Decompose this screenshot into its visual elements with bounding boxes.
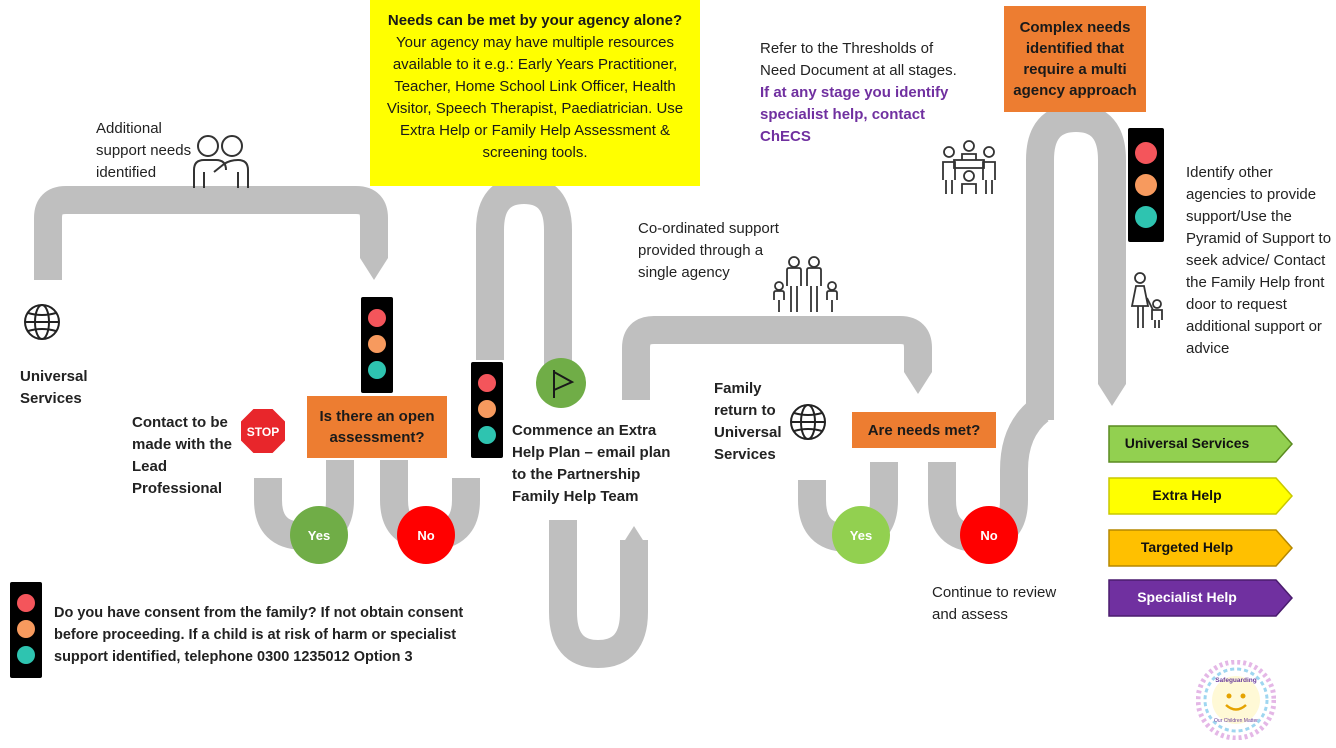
no-circle: No (397, 506, 455, 564)
path-arch-middle (622, 316, 932, 400)
consent-label: Do you have consent from the family? If … (54, 605, 464, 665)
family-return-label: Family return to Universal Services (714, 380, 782, 463)
stop-sign-text: STOP (247, 425, 279, 439)
commence-plan-label: Commence an Extra Help Plan – email plan… (512, 422, 671, 505)
universal-services-label: Universal Services (20, 368, 88, 407)
logo-text-top: Safeguarding (1215, 677, 1257, 684)
continue-review-label: Continue to review and assess (932, 584, 1057, 623)
specialist-label: If at any stage you identify specialist … (760, 84, 949, 145)
traffic-light-icon-2 (471, 362, 503, 458)
complex-needs-box: Complex needs identified that require a … (1004, 6, 1146, 112)
family-icon (773, 256, 838, 312)
needs-met-alone-title: Needs can be met by your agency alone? (387, 12, 683, 29)
needs-met-alone-box: Needs can be met by your agency alone? Y… (370, 0, 700, 186)
open-assessment-box: Is there an open assessment? (307, 396, 447, 458)
arrowhead-4 (904, 372, 932, 394)
arrowhead-5 (1098, 384, 1126, 406)
contact-lead-label: Contact to be made with the Lead Profess… (132, 414, 233, 497)
legend-targeted: Targeted Help (1108, 528, 1294, 568)
traffic-light-icon (361, 297, 393, 393)
additional-support-label: Additional support needs identified (96, 120, 192, 181)
arrowhead-3 (620, 526, 648, 548)
parent-child-icon (1130, 272, 1163, 328)
yes-circle: Yes (290, 506, 348, 564)
arrowhead-1 (360, 258, 388, 280)
identify-agencies-label: Identify other agencies to provide suppo… (1186, 164, 1332, 357)
yes-circle-2: Yes (832, 506, 890, 564)
path-n-middle (476, 175, 572, 372)
path-arch-left (34, 186, 388, 280)
safeguarding-logo: Safeguarding Our Children Matter (1196, 660, 1276, 740)
globe-icon-2 (790, 404, 826, 440)
meeting-icon (942, 140, 996, 194)
needs-met-alone-body: Your agency may have multiple resources … (386, 34, 684, 161)
traffic-light-icon-4 (10, 582, 42, 678)
legend-specialist: Specialist Help (1108, 578, 1294, 618)
path-n-right (1026, 103, 1126, 420)
grey-path (34, 103, 1126, 669)
legend-specialist-label: Specialist Help (1137, 589, 1237, 605)
legend-targeted-label: Targeted Help (1140, 539, 1234, 555)
legend-universal: Universal Services (1108, 424, 1294, 464)
flag-icon (536, 358, 586, 408)
path-connector-right (1000, 398, 1050, 478)
globe-icon (24, 304, 60, 340)
stop-sign-icon: STOP (239, 407, 287, 455)
legend-universal-label: Universal Services (1124, 435, 1250, 451)
are-needs-met-box: Are needs met? (852, 412, 996, 448)
logo-text-bottom: Our Children Matter (1214, 718, 1258, 724)
no-circle-2: No (960, 506, 1018, 564)
legend-extra-label: Extra Help (1152, 487, 1222, 503)
coordinated-support-label: Co-ordinated support provided through a … (638, 220, 779, 281)
people-pair-icon (193, 135, 249, 188)
path-u-bottom (549, 520, 648, 669)
thresholds-label: Refer to the Thresholds of Need Document… (760, 40, 957, 79)
traffic-light-icon-3 (1128, 128, 1164, 242)
legend-extra: Extra Help (1108, 476, 1294, 516)
